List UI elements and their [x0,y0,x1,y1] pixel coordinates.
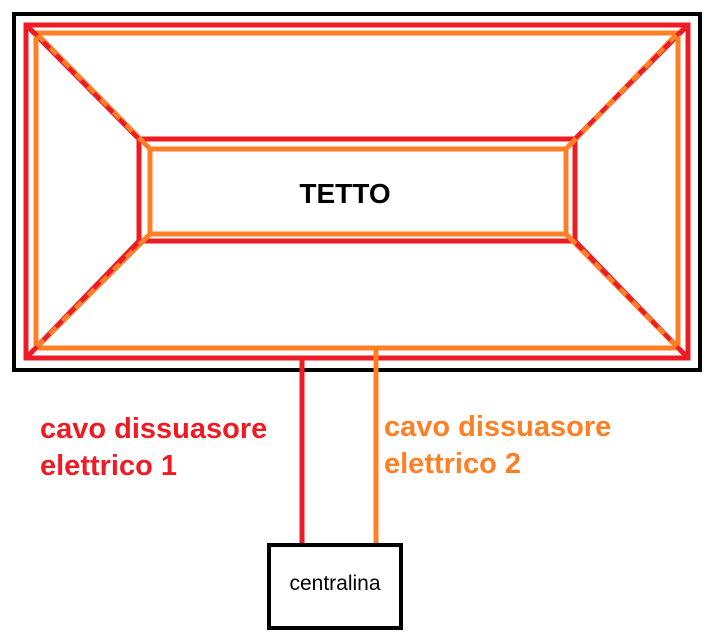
cable-2-label-line-2: elettrico 2 [384,448,521,480]
overlay-diagonal-bl [29,235,146,355]
roof-label: TETTO [299,178,390,209]
roof-outline [12,12,702,372]
cable-2-diagonal-tl [34,31,152,151]
cable-2-outer-loop [33,30,681,351]
control-unit-box [267,543,403,630]
overlay-diagonal-br [568,235,685,355]
diagonal-dash-overlay [29,27,685,355]
overlay-diagonal-tl [29,27,146,146]
cable-2-route [33,30,681,545]
cable-1-label-line-2: elettrico 1 [40,450,177,482]
cable-2-diagonal-tr [564,31,680,151]
overlay-diagonal-tr [568,27,685,146]
cable-2-diagonal-br [564,232,680,350]
control-unit-label: centralina [289,572,380,595]
cable-2-inner-loop [147,146,569,237]
cable-1-outer-loop [23,22,691,361]
cable-1-label-line-1: cavo dissuasore [40,413,267,445]
cable-2-label-line-1: cavo dissuasore [384,411,611,443]
cable-1-inner-loop [136,136,578,244]
cable-2-diagonal-bl [34,232,152,350]
